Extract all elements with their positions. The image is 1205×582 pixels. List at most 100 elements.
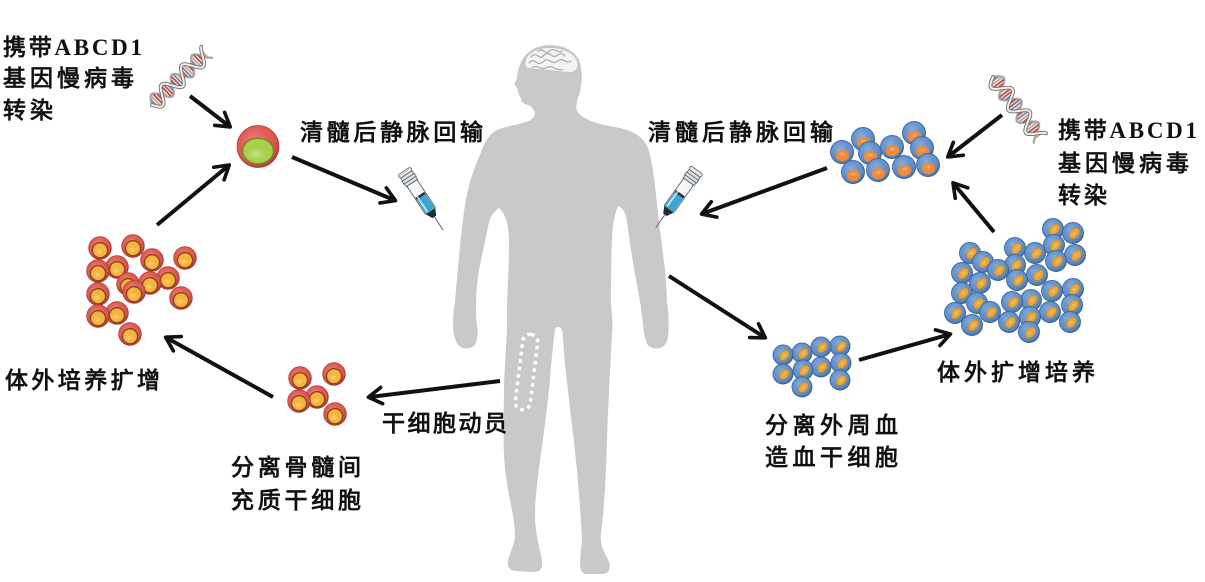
nucleus-highlight	[981, 259, 988, 266]
msc-cell	[323, 402, 347, 426]
right-infusion-label: 清髓后静脉回输	[648, 119, 834, 145]
base-pair	[1000, 90, 1013, 101]
nucleus-highlight	[988, 309, 995, 316]
hsc-cell	[1061, 294, 1083, 316]
nucleus-highlight	[839, 360, 846, 367]
base-pair	[170, 75, 182, 88]
nucleus-highlight	[92, 271, 102, 278]
brain-icon	[524, 47, 579, 73]
nucleus-highlight	[1013, 262, 1020, 269]
nucleus-highlight	[1015, 277, 1022, 284]
base-pair	[1009, 101, 1022, 112]
nucleus-highlight	[127, 246, 137, 253]
label-line: 转染	[3, 97, 53, 123]
nucleus-highlight	[1027, 329, 1034, 336]
expanded-hsc-cluster	[944, 218, 1086, 343]
hsc-cell	[1062, 222, 1084, 244]
hsc-cell	[1059, 311, 1081, 333]
dna-strand	[151, 45, 206, 108]
nucleus-highlight	[92, 294, 102, 301]
syringe-liquid	[664, 192, 684, 213]
label-line: 基因慢病毒	[1058, 150, 1189, 176]
syringe-needle	[655, 214, 666, 229]
arrow-expanded-msc-to-transduction	[155, 163, 232, 227]
arrow-stem-cell-mobilization	[366, 379, 501, 406]
base-pair	[180, 66, 192, 78]
hsc-cell	[810, 356, 832, 378]
nucleus-highlight	[1013, 245, 1020, 252]
hsc-cell	[961, 314, 983, 336]
hsc-cell	[1039, 301, 1061, 323]
nucleus-highlight	[918, 147, 927, 153]
hsc-cell	[1001, 291, 1023, 313]
peripheral-blood-hsc-cluster	[772, 335, 852, 398]
right-isolation-label: 分离外周血 造血干细胞	[765, 412, 898, 470]
msc-cell	[105, 301, 129, 325]
hsc-cell	[1041, 280, 1063, 302]
nucleus-highlight	[92, 316, 102, 323]
syringe-icon	[398, 167, 444, 231]
base-pair	[160, 85, 172, 97]
msc-cell	[86, 259, 110, 283]
hsc-cell	[772, 344, 794, 366]
left-isolation-label: 分离骨髓间 充质干细胞	[231, 454, 361, 513]
syringe-hub	[663, 206, 674, 217]
transduced-hsc-cell	[841, 160, 865, 184]
base-pair	[193, 54, 205, 66]
msc-cell	[322, 362, 346, 386]
hsc-cell	[829, 335, 851, 357]
syringe-glare	[666, 180, 686, 207]
msc-cell	[121, 234, 145, 258]
label-line: 充质干细胞	[231, 487, 361, 513]
transduced-msc-cell	[236, 125, 280, 168]
nucleus-highlight	[970, 322, 977, 329]
label-line: 分离骨髓间	[231, 454, 361, 480]
nucleus-highlight	[888, 146, 897, 152]
msc-cell	[288, 366, 312, 390]
nucleus-highlight	[953, 310, 960, 317]
hsc-cell	[979, 301, 1001, 323]
dna-strand	[149, 53, 214, 107]
base-pair	[1016, 110, 1029, 121]
left-expansion-label: 体外培养扩增	[5, 367, 160, 393]
arrow-body-to-peripheral-blood-hsc	[667, 274, 768, 340]
nucleus-highlight	[293, 401, 303, 408]
base-pair	[992, 78, 1005, 89]
nucleus-highlight	[900, 166, 909, 172]
nucleus-highlight	[247, 148, 265, 160]
bone-marrow-site-marker	[513, 332, 540, 412]
msc-cell	[169, 286, 193, 310]
arrow-expanded-hsc-to-transduction	[951, 180, 996, 234]
left-infusion-label: 清髓后静脉回输	[300, 119, 484, 145]
msc-cell	[118, 322, 142, 346]
nucleus-highlight	[1028, 314, 1035, 321]
arrow-hsc-to-expansion	[858, 328, 953, 362]
nucleus-highlight	[800, 350, 807, 357]
nucleus-highlight	[94, 248, 104, 255]
hsc-cell	[1062, 278, 1084, 300]
nucleus-highlight	[781, 352, 788, 359]
nucleus-highlight	[975, 300, 982, 307]
base-pair	[1027, 124, 1040, 134]
msc-cell	[287, 389, 311, 413]
hsc-cell	[1018, 321, 1040, 343]
base-pair	[183, 64, 194, 76]
right-expansion-label: 体外扩增培养	[937, 359, 1095, 385]
base-pair	[1018, 112, 1031, 123]
hsc-cell	[1043, 234, 1065, 256]
msc-cell	[86, 304, 110, 328]
hsc-cell	[829, 369, 851, 391]
hsc-cell	[969, 272, 991, 294]
hsc-cell	[830, 352, 852, 374]
dna-helix-icon	[988, 75, 1048, 144]
nucleus-highlight	[781, 371, 788, 378]
nucleus-highlight	[801, 367, 808, 374]
nucleus-highlight	[1010, 299, 1017, 306]
nucleus-highlight	[162, 278, 172, 285]
syringe-hub	[426, 208, 437, 219]
nucleus-highlight	[175, 298, 185, 305]
brain-gyri	[528, 48, 572, 71]
nucleus-highlight	[1073, 252, 1080, 259]
nucleus-highlight	[1052, 242, 1059, 249]
